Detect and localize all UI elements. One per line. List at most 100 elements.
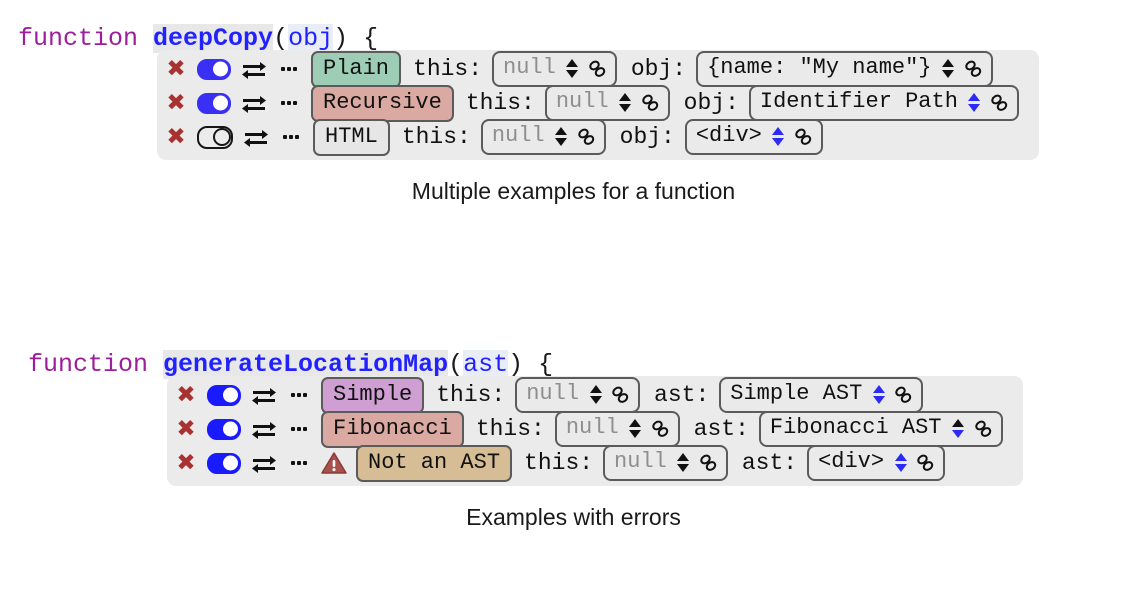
more-icon[interactable] bbox=[277, 58, 301, 80]
link-icon[interactable] bbox=[639, 92, 661, 114]
example-chip[interactable]: Simple bbox=[321, 376, 425, 414]
param-value[interactable]: {name: "My name"} bbox=[707, 55, 932, 81]
param-label: ast: bbox=[654, 382, 710, 408]
link-icon[interactable] bbox=[892, 384, 914, 406]
swap-icon[interactable] bbox=[251, 452, 277, 474]
toggle-on[interactable] bbox=[207, 384, 241, 406]
param-field[interactable]: Identifier Path bbox=[748, 85, 1019, 121]
param-value[interactable]: null bbox=[503, 55, 556, 81]
stepper-icon[interactable] bbox=[952, 417, 965, 441]
keyword-function: function bbox=[28, 350, 164, 379]
link-icon[interactable] bbox=[649, 418, 671, 440]
more-icon[interactable] bbox=[287, 452, 311, 474]
param-value[interactable]: null bbox=[614, 449, 667, 475]
param-label: this: bbox=[413, 56, 483, 82]
param-field[interactable]: <div> bbox=[807, 445, 946, 481]
example-row[interactable]: ✖ Recursive this: null bbox=[163, 84, 1033, 122]
swap-icon[interactable] bbox=[251, 384, 277, 406]
link-icon[interactable] bbox=[609, 384, 631, 406]
stepper-icon[interactable] bbox=[555, 125, 568, 149]
param-field[interactable]: null bbox=[544, 85, 670, 121]
param-label: this: bbox=[475, 416, 545, 442]
param-label: obj: bbox=[630, 56, 687, 82]
example-row[interactable]: ✖ HTML this: null bbox=[163, 118, 1033, 156]
close-icon[interactable]: ✖ bbox=[166, 89, 186, 116]
link-icon[interactable] bbox=[914, 452, 936, 474]
example-chip[interactable]: Recursive bbox=[311, 84, 454, 122]
close-paren: ) { bbox=[333, 24, 379, 53]
param-field[interactable]: null bbox=[492, 51, 617, 87]
stepper-icon[interactable] bbox=[968, 91, 981, 115]
figure-generatelocationmap: function generateLocationMap(ast) { ✖ Si… bbox=[0, 348, 1147, 531]
example-row[interactable]: ✖ Fibonacci this: null bbox=[173, 410, 1017, 448]
example-chip[interactable]: Plain bbox=[311, 50, 402, 88]
more-icon[interactable] bbox=[287, 384, 311, 406]
param-value[interactable]: Simple AST bbox=[730, 381, 863, 407]
param-field[interactable]: {name: "My name"} bbox=[696, 51, 993, 87]
toggle-on[interactable] bbox=[207, 452, 241, 474]
param-label: this: bbox=[465, 90, 535, 116]
param-value[interactable]: null bbox=[565, 415, 619, 441]
example-chip[interactable]: HTML bbox=[313, 118, 390, 156]
example-row[interactable]: ✖ Plain this: null bbox=[163, 50, 1033, 88]
stepper-icon[interactable] bbox=[589, 383, 602, 407]
toggle-on[interactable] bbox=[197, 58, 231, 80]
param-value[interactable]: null bbox=[526, 381, 580, 407]
close-icon[interactable]: ✖ bbox=[176, 415, 196, 442]
warning-triangle-icon[interactable] bbox=[321, 451, 347, 475]
param-value[interactable]: Fibonacci AST bbox=[769, 415, 942, 441]
close-icon[interactable]: ✖ bbox=[176, 449, 196, 476]
toggle-on[interactable] bbox=[207, 418, 241, 440]
stepper-icon[interactable] bbox=[772, 125, 785, 149]
open-paren: ( bbox=[273, 24, 289, 53]
stepper-icon[interactable] bbox=[894, 451, 907, 475]
link-icon[interactable] bbox=[697, 452, 719, 474]
swap-icon[interactable] bbox=[241, 58, 267, 80]
link-icon[interactable] bbox=[792, 126, 814, 148]
param-field[interactable]: null bbox=[603, 445, 728, 481]
link-icon[interactable] bbox=[988, 92, 1010, 114]
param-value[interactable]: null bbox=[555, 89, 609, 115]
example-row-error[interactable]: ✖ Not an AST this: bbox=[173, 444, 1017, 482]
example-row[interactable]: ✖ Simple this: null bbox=[173, 376, 1017, 414]
param-label: obj: bbox=[619, 124, 675, 150]
stepper-icon[interactable] bbox=[566, 57, 579, 81]
swap-icon[interactable] bbox=[241, 92, 267, 114]
close-icon[interactable]: ✖ bbox=[166, 123, 186, 150]
stepper-icon[interactable] bbox=[677, 451, 690, 475]
stepper-icon[interactable] bbox=[619, 91, 632, 115]
link-icon[interactable] bbox=[972, 418, 994, 440]
param-field[interactable]: Simple AST bbox=[719, 377, 924, 413]
param-value[interactable]: <div> bbox=[695, 123, 762, 149]
more-icon[interactable] bbox=[287, 418, 311, 440]
param-value[interactable]: Identifier Path bbox=[759, 89, 958, 115]
param-value[interactable]: null bbox=[491, 123, 545, 149]
swap-icon[interactable] bbox=[251, 418, 277, 440]
more-icon[interactable] bbox=[277, 92, 301, 114]
more-icon[interactable] bbox=[279, 126, 303, 148]
example-chip[interactable]: Not an AST bbox=[356, 444, 513, 482]
stepper-icon[interactable] bbox=[629, 417, 642, 441]
link-icon[interactable] bbox=[586, 58, 608, 80]
close-icon[interactable]: ✖ bbox=[176, 381, 196, 408]
close-icon[interactable]: ✖ bbox=[166, 55, 186, 82]
examples-panel: ✖ Simple this: null bbox=[167, 376, 1023, 486]
link-icon[interactable] bbox=[575, 126, 597, 148]
param-field[interactable]: null bbox=[515, 377, 641, 413]
figure-caption: Multiple examples for a function bbox=[411, 178, 736, 204]
toggle-on[interactable] bbox=[197, 92, 231, 114]
param-value[interactable]: <div> bbox=[818, 449, 885, 475]
stepper-icon[interactable] bbox=[942, 57, 955, 81]
param-field[interactable]: null bbox=[554, 411, 680, 447]
param-field[interactable]: Fibonacci AST bbox=[758, 411, 1003, 447]
open-paren: ( bbox=[448, 350, 464, 379]
stepper-icon[interactable] bbox=[872, 383, 885, 407]
param-field[interactable]: null bbox=[480, 119, 606, 155]
toggle-off[interactable] bbox=[197, 125, 233, 149]
link-icon[interactable] bbox=[962, 58, 984, 80]
function-argument: ast bbox=[463, 350, 509, 379]
param-field[interactable]: <div> bbox=[684, 119, 823, 155]
param-label: this: bbox=[524, 450, 594, 476]
example-chip[interactable]: Fibonacci bbox=[321, 410, 464, 448]
swap-icon[interactable] bbox=[243, 126, 269, 148]
